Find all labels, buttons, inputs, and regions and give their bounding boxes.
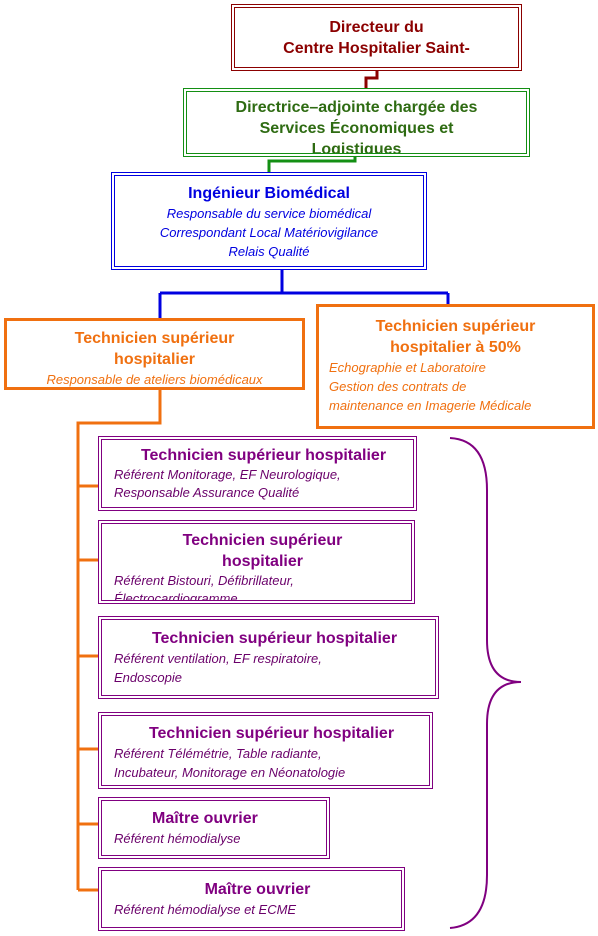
engineer-role-2: Correspondant Local Matériovigilance — [159, 225, 379, 240]
technician-lead-box: Technicien supérieur hospitalier Respons… — [4, 318, 305, 390]
engineer-title: Ingénieur Biomédical — [188, 185, 350, 202]
connector-director-deputy — [364, 70, 379, 90]
deputy-title-line2: Services Économiques et — [259, 120, 454, 137]
technician-half-time-role-3: maintenance en Imagerie Médicale — [329, 398, 532, 413]
connector-engineer-technicians — [158, 269, 450, 319]
technician-half-time-box: Technicien supérieur hospitalier à 50% E… — [316, 304, 595, 429]
deputy-title-line3: Logistiques — [311, 141, 402, 157]
team-member-1-box: Technicien supérieur hospitalier Référen… — [98, 436, 417, 511]
technician-lead-role: Responsable de ateliers biomédicaux — [46, 372, 263, 387]
technician-half-time-role-1: Echographie et Laboratoire — [329, 360, 486, 375]
engineer-role-1: Responsable du service biomédical — [166, 206, 372, 221]
engineer-box: Ingénieur Biomédical Responsable du serv… — [111, 172, 427, 270]
director-title-line1: Directeur du — [329, 19, 424, 36]
technician-half-time-role-2: Gestion des contrats de — [329, 379, 467, 394]
team-member-2-box: Technicien supérieur hospitalier Référen… — [98, 520, 415, 604]
team-member-3-title: Technicien supérieur hospitalier — [151, 630, 398, 647]
team-member-4-title: Technicien supérieur hospitalier — [148, 725, 395, 742]
team-member-5-box: Maître ouvrier Référent hémodialyse — [98, 797, 330, 859]
technician-lead-title-line1: Technicien supérieur — [74, 330, 235, 347]
team-member-2-title-line2: hospitalier — [222, 553, 303, 570]
team-member-2-role-1: Référent Bistouri, Défibrillateur, — [114, 573, 294, 588]
team-member-6-role: Référent hémodialyse et ECME — [114, 902, 297, 917]
team-member-6-title: Maître ouvrier — [204, 881, 311, 898]
team-member-4-box: Technicien supérieur hospitalier Référen… — [98, 712, 433, 789]
team-member-5-title: Maître ouvrier — [152, 810, 258, 827]
team-member-5-role: Référent hémodialyse — [114, 831, 241, 846]
team-member-3-role-2: Endoscopie — [114, 670, 182, 685]
engineer-role-3: Relais Qualité — [228, 244, 310, 259]
connector-team-branches — [78, 484, 100, 892]
deputy-director-box: Directrice–adjointe chargée des Services… — [183, 88, 530, 157]
team-member-6-box: Maître ouvrier Référent hémodialyse et E… — [98, 867, 405, 931]
team-member-3-role-1: Référent ventilation, EF respiratoire, — [114, 651, 322, 666]
team-member-1-role-1: Référent Monitorage, EF Neurologique, — [114, 467, 341, 482]
director-title-line2: Centre Hospitalier Saint- — [283, 40, 470, 57]
technician-lead-title-line2: hospitalier — [114, 351, 195, 368]
technician-half-time-title-line2: hospitalier à 50% — [390, 339, 521, 356]
technician-half-time-title-line1: Technicien supérieur — [375, 318, 536, 335]
team-member-4-role-1: Référent Télémétrie, Table radiante, — [114, 746, 322, 761]
director-box: Directeur du Centre Hospitalier Saint- — [231, 4, 522, 71]
team-member-3-box: Technicien supérieur hospitalier Référen… — [98, 616, 439, 699]
team-member-4-role-2: Incubateur, Monitorage en Néonatologie — [114, 765, 346, 780]
team-member-1-title: Technicien supérieur hospitalier — [140, 447, 387, 464]
technician-half-time-roles: Echographie et Laboratoire Gestion des c… — [319, 358, 592, 415]
deputy-title-line1: Directrice–adjointe chargée des — [235, 99, 478, 116]
team-member-1-role-2: Responsable Assurance Qualité — [114, 485, 300, 500]
team-curly-brace — [449, 437, 522, 929]
team-member-2-title-line1: Technicien supérieur — [182, 532, 343, 549]
team-member-2-role-2: Électrocardiogramme — [114, 591, 238, 604]
connector-deputy-engineer — [267, 157, 357, 174]
